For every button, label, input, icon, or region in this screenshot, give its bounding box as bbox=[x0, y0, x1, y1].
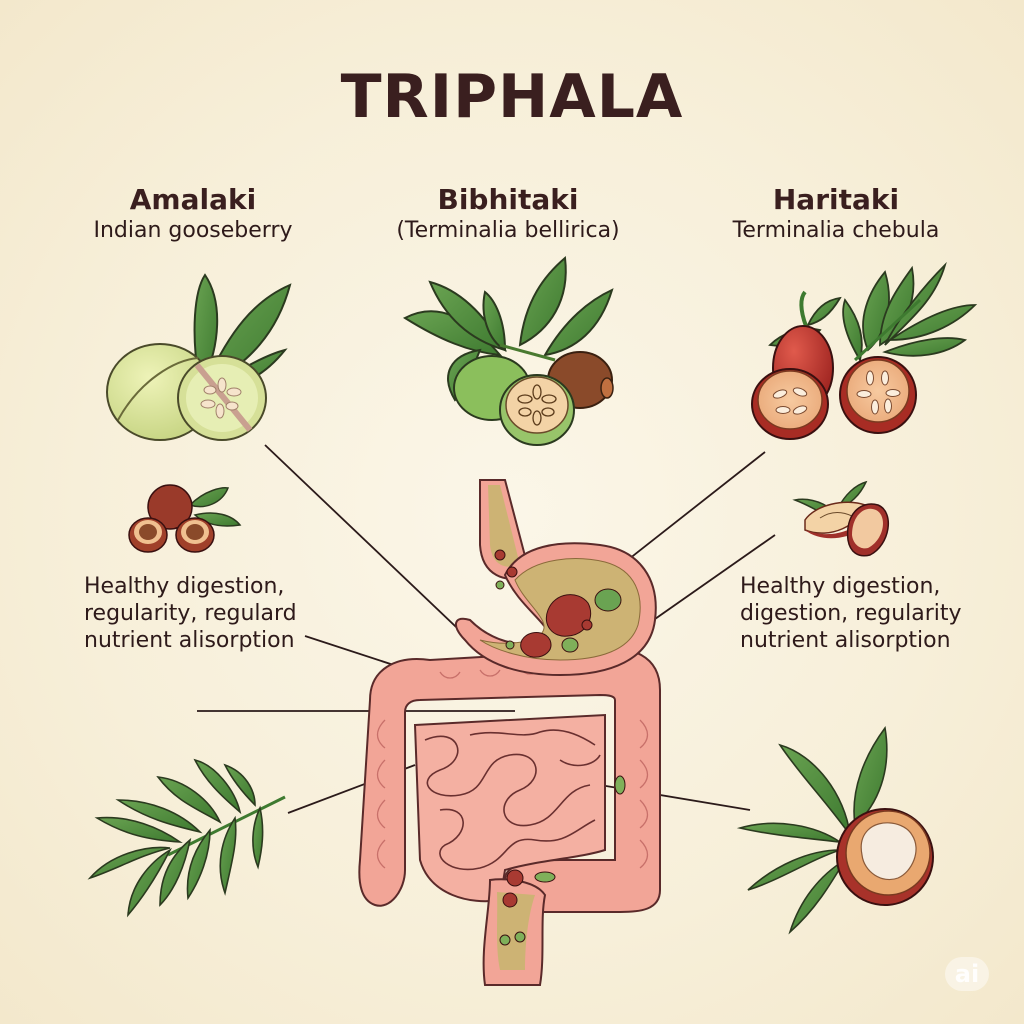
halved-fruit-icon bbox=[736, 726, 934, 935]
herb-name: Amalaki bbox=[129, 183, 257, 216]
benefit-line: nutrient alisorption bbox=[84, 628, 295, 653]
benefit-text-left: Healthy digestion, regularity, regulard … bbox=[84, 573, 297, 654]
benefit-line: Healthy digestion, bbox=[84, 574, 285, 599]
digestive-system-illustration bbox=[358, 479, 661, 986]
haritaki-fruit-icon bbox=[751, 261, 978, 440]
bibhitaki-fruit-icon bbox=[402, 256, 614, 446]
herb-subtitle: Terminalia chebula bbox=[732, 218, 940, 243]
herb-name: Haritaki bbox=[772, 183, 900, 216]
benefit-line: Healthy digestion, bbox=[740, 574, 941, 599]
herb-amalaki-heading: Amalaki Indian gooseberry bbox=[33, 183, 353, 245]
benefit-line: digestion, regularity bbox=[740, 601, 962, 626]
amalaki-fruit-icon bbox=[106, 273, 292, 441]
herb-subtitle: (Terminalia bellirica) bbox=[396, 218, 620, 243]
leaf-sprig-icon bbox=[87, 758, 286, 918]
herb-bibhitaki-heading: Bibhitaki (Terminalia bellirica) bbox=[348, 183, 668, 245]
herb-haritaki-heading: Haritaki Terminalia chebula bbox=[676, 183, 996, 245]
small-red-fruit-icon bbox=[128, 484, 242, 553]
small-seed-icon bbox=[792, 480, 889, 557]
ai-watermark-badge: ai bbox=[945, 957, 989, 991]
benefit-line: regularity, regulard bbox=[84, 601, 297, 626]
benefit-line: nutrient alisorption bbox=[740, 628, 951, 653]
page-title: TRIPHALA bbox=[340, 62, 684, 132]
herb-name: Bibhitaki bbox=[437, 183, 579, 216]
benefit-text-right: Healthy digestion, digestion, regularity… bbox=[740, 573, 962, 654]
herb-subtitle: Indian gooseberry bbox=[93, 218, 293, 243]
